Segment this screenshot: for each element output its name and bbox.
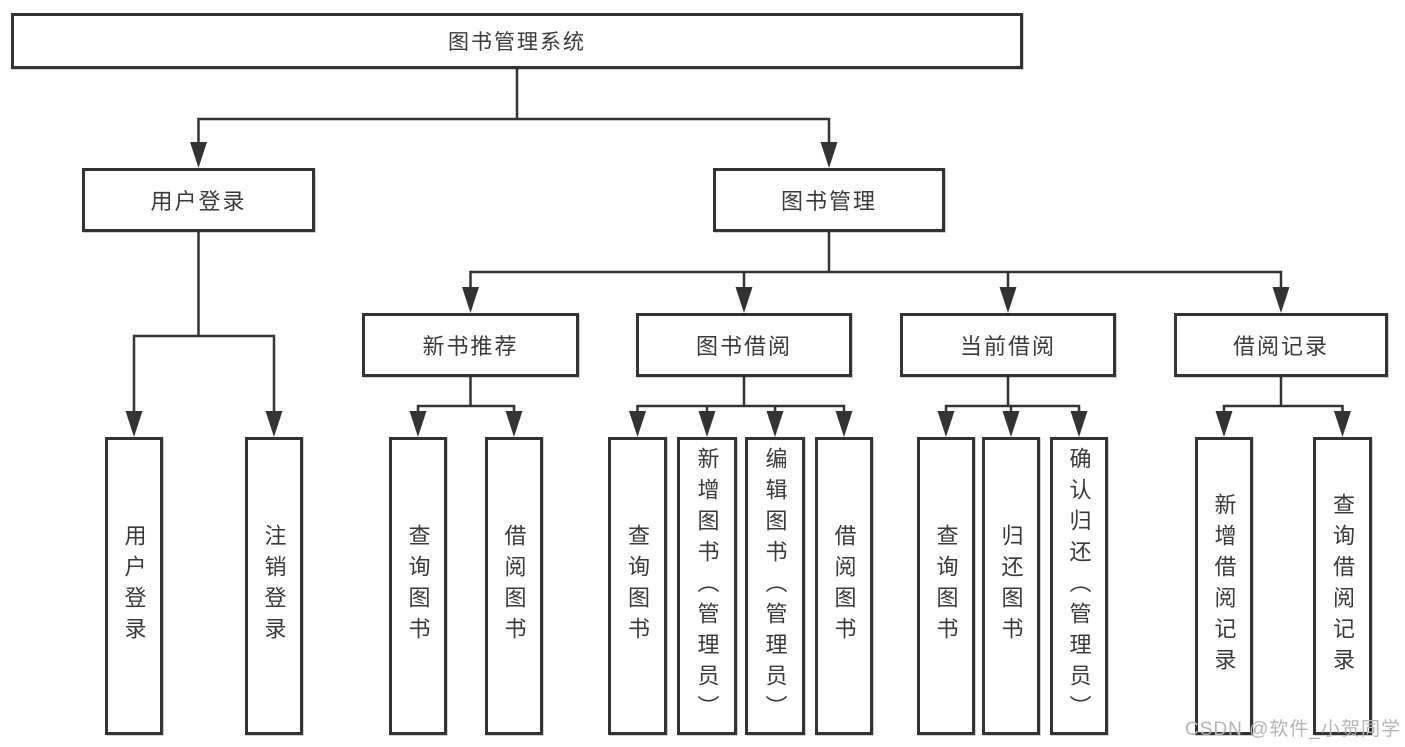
leaf-label: 用户登录 — [121, 524, 147, 648]
leaf-label: 新增图书（管理员） — [694, 446, 720, 726]
leaf-label: 新增借阅记录 — [1211, 493, 1237, 679]
csdn-watermark: CSDN @软件_小贺同学 — [1185, 719, 1401, 740]
node-book-borrow: 图书借阅 — [636, 313, 852, 377]
node-borrow-records: 借阅记录 — [1174, 313, 1388, 377]
node-leaf-bb-edit-books-admin: 编辑图书（管理员） — [745, 437, 805, 735]
node-leaf-logout: 注销登录 — [245, 437, 303, 735]
leaf-label: 归还图书 — [998, 524, 1024, 648]
leaf-label: 查询图书 — [625, 524, 651, 648]
node-leaf-user-login: 用户登录 — [105, 437, 163, 735]
node-user-login: 用户登录 — [82, 168, 315, 232]
leaf-label: 查询图书 — [933, 524, 959, 648]
leaf-label: 确认归还（管理员） — [1066, 446, 1092, 726]
node-new-book-recommend: 新书推荐 — [362, 313, 579, 377]
node-leaf-bb-query-books: 查询图书 — [608, 437, 667, 735]
node-leaf-bb-add-books-admin: 新增图书（管理员） — [677, 437, 737, 735]
leaf-label: 借阅图书 — [501, 524, 527, 648]
node-current-borrow: 当前借阅 — [900, 313, 1116, 377]
node-leaf-cb-query-books: 查询图书 — [917, 437, 975, 735]
node-leaf-nbr-query-books: 查询图书 — [389, 437, 447, 735]
node-leaf-br-add-record: 新增借阅记录 — [1195, 437, 1253, 735]
leaf-label: 查询借阅记录 — [1330, 493, 1356, 679]
node-leaf-cb-confirm-return-admin: 确认归还（管理员） — [1050, 437, 1108, 735]
node-leaf-br-query-record: 查询借阅记录 — [1313, 437, 1372, 735]
node-leaf-cb-return-books: 归还图书 — [982, 437, 1040, 735]
leaf-label: 编辑图书（管理员） — [762, 446, 788, 726]
node-library-system: 图书管理系统 — [11, 13, 1023, 69]
node-leaf-bb-borrow-books: 借阅图书 — [815, 437, 873, 735]
node-leaf-nbr-borrow-books: 借阅图书 — [485, 437, 543, 735]
leaf-label: 注销登录 — [261, 524, 287, 648]
node-book-management: 图书管理 — [713, 168, 945, 232]
leaf-label: 借阅图书 — [831, 524, 857, 648]
leaf-label: 查询图书 — [405, 524, 431, 648]
